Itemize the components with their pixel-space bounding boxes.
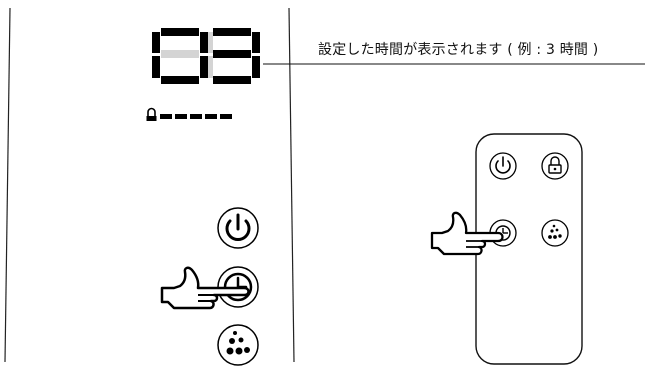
pointing-hand-icon — [430, 211, 504, 256]
power-icon — [225, 213, 251, 241]
power-icon — [495, 156, 511, 174]
mist-drops-icon — [226, 331, 250, 355]
pointing-hand-icon — [160, 266, 250, 310]
digit-0 — [152, 28, 208, 84]
segment-display — [152, 28, 260, 84]
lock-indicator — [146, 107, 157, 121]
mist-drops-icon — [548, 224, 562, 239]
panel-edge-right — [288, 7, 295, 363]
digit-3 — [213, 28, 260, 84]
remote-mist-button[interactable] — [541, 219, 569, 247]
power-button[interactable] — [217, 207, 259, 249]
lock-icon — [548, 156, 562, 174]
remote-power-button[interactable] — [489, 152, 517, 180]
panel-edge-left — [4, 7, 11, 363]
caption-text: 設定した時間が表示されます ( 例 : 3 時間 ) — [318, 42, 599, 58]
status-dashes — [160, 114, 232, 119]
mist-button[interactable] — [217, 324, 259, 366]
remote-lock-button[interactable] — [541, 152, 569, 180]
